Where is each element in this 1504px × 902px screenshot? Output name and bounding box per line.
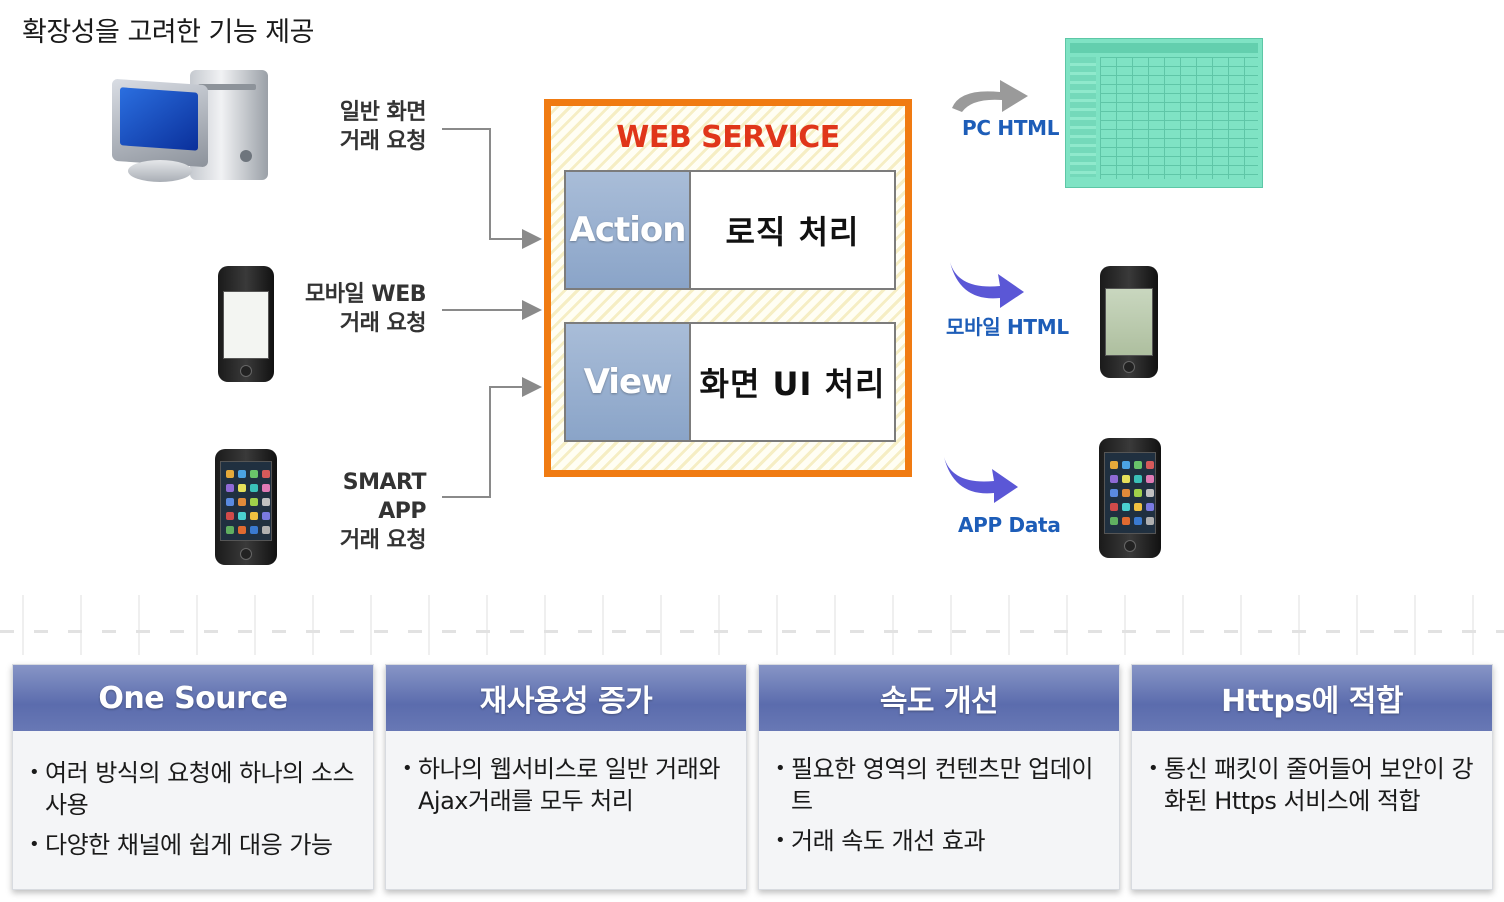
page-title: 확장성을 고려한 기능 제공 — [22, 17, 315, 48]
web-service-box: WEB SERVICE Action 로직 처리 View 화면 UI 처리 — [544, 99, 912, 477]
card-body: 여러 방식의 요청에 하나의 소스 사용 다양한 채널에 쉽게 대응 가능 — [13, 731, 373, 861]
request-label-line1: 모바일 WEB — [305, 282, 426, 307]
card-bullet: 통신 패킷이 줄어들어 보안이 강화된 Https 서비스에 적합 — [1146, 753, 1478, 817]
web-service-title: WEB SERVICE — [616, 120, 840, 155]
request-label-line1: 일반 화면 — [339, 100, 427, 125]
card-title: 재사용성 증가 — [386, 665, 746, 731]
output-label-mobile-html: 모바일 HTML — [946, 315, 1069, 339]
phone-screen — [1105, 288, 1153, 356]
floor-decoration — [0, 595, 1504, 655]
feature-card-one-source: One Source 여러 방식의 요청에 하나의 소스 사용 다양한 채널에 … — [12, 664, 374, 890]
card-bullet: 거래 속도 개선 효과 — [773, 825, 1105, 857]
pc-drive — [198, 84, 256, 90]
card-body: 필요한 영역의 컨텐츠만 업데이트 거래 속도 개선 효과 — [759, 731, 1119, 857]
card-bullet: 필요한 영역의 컨텐츠만 업데이트 — [773, 753, 1105, 817]
ui-processing-label: 화면 UI 처리 — [699, 365, 886, 403]
view-label: View — [566, 324, 691, 440]
mobile-phone-icon — [218, 266, 274, 382]
pc-stand — [128, 160, 192, 182]
request-label-pc: 일반 화면 거래 요청 — [300, 98, 427, 156]
card-body: 하나의 웹서비스로 일반 거래와 Ajax거래를 모두 처리 — [386, 731, 746, 817]
card-title: 속도 개선 — [759, 665, 1119, 731]
card-title: Https에 적합 — [1132, 665, 1492, 731]
feature-card-speed: 속도 개선 필요한 영역의 컨텐츠만 업데이트 거래 속도 개선 효과 — [758, 664, 1120, 890]
request-label-line1: SMART APP — [342, 470, 427, 524]
thumbnail-sidebar — [1070, 57, 1096, 177]
request-label-line2: 거래 요청 — [339, 311, 427, 336]
app-grid-screen — [220, 461, 272, 541]
phone-home-button — [1123, 361, 1135, 373]
feature-card-https: Https에 적합 통신 패킷이 줄어들어 보안이 강화된 Https 서비스에… — [1131, 664, 1493, 890]
phone-home-button — [1124, 540, 1136, 552]
request-label-smart-app: SMART APP 거래 요청 — [290, 468, 427, 555]
phone-home-button — [240, 365, 252, 377]
floor-decoration-line — [0, 630, 1504, 633]
feature-card-reusability: 재사용성 증가 하나의 웹서비스로 일반 거래와 Ajax거래를 모두 처리 — [385, 664, 747, 890]
app-grid-screen — [1104, 452, 1156, 534]
thumbnail-header — [1070, 43, 1258, 53]
request-label-line2: 거래 요청 — [339, 528, 427, 553]
action-row: Action 로직 처리 — [564, 170, 896, 290]
smartphone-apps-icon — [215, 449, 277, 565]
logic-processing-label: 로직 처리 — [725, 213, 860, 251]
card-bullet: 하나의 웹서비스로 일반 거래와 Ajax거래를 모두 처리 — [400, 753, 732, 817]
request-label-mobile-web: 모바일 WEB 거래 요청 — [290, 280, 426, 338]
curved-arrow-icon — [950, 262, 1024, 308]
card-title: One Source — [13, 665, 373, 731]
output-label-app-data: APP Data — [958, 513, 1061, 537]
smartphone-apps-icon — [1099, 438, 1161, 558]
output-label-pc-html: PC HTML — [962, 116, 1060, 140]
card-bullet: 다양한 채널에 쉽게 대응 가능 — [27, 829, 359, 861]
phone-screen — [223, 291, 269, 359]
thumbnail-table — [1100, 57, 1258, 179]
curved-arrow-icon — [944, 457, 1018, 503]
connector-smart-app — [442, 377, 542, 498]
pc-html-page-thumbnail — [1065, 38, 1263, 188]
card-bullet: 여러 방식의 요청에 하나의 소스 사용 — [27, 757, 359, 821]
curved-arrow-icon — [952, 80, 1028, 112]
phone-home-button — [240, 548, 252, 560]
action-label: Action — [566, 172, 691, 288]
pc-power-button — [240, 150, 252, 162]
connector-pc — [442, 128, 542, 249]
view-row: View 화면 UI 처리 — [564, 322, 896, 442]
request-label-line2: 거래 요청 — [339, 129, 427, 154]
mobile-phone-icon — [1100, 266, 1158, 378]
card-body: 통신 패킷이 줄어들어 보안이 강화된 Https 서비스에 적합 — [1132, 731, 1492, 817]
